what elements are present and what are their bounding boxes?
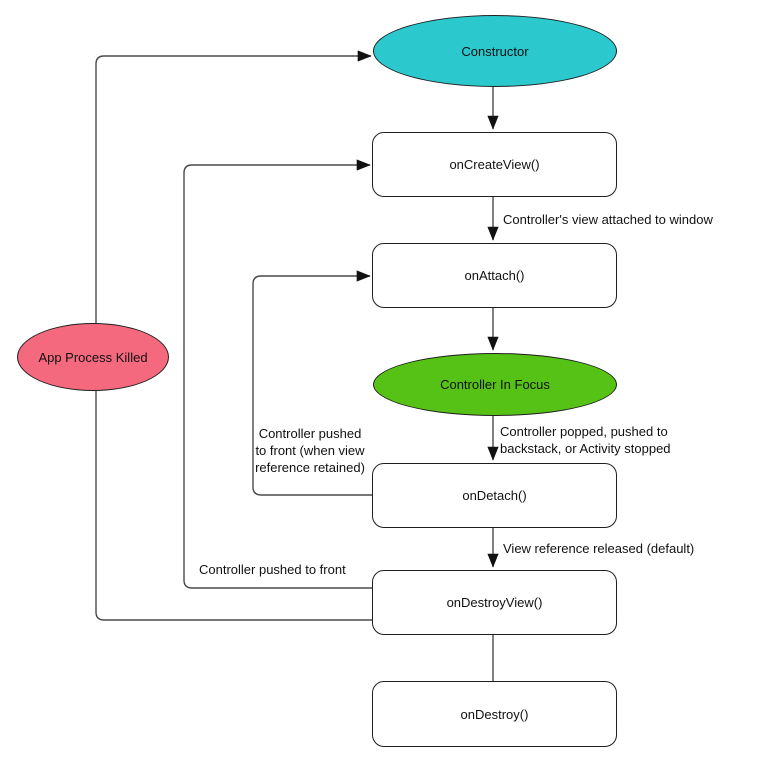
node-app-process-killed-label: App Process Killed — [38, 349, 148, 365]
edge-ondestroyview-loop-to-oncreateview — [183, 159, 372, 589]
node-oncreateview-label: onCreateView() — [449, 157, 540, 172]
node-ondestroyview-label: onDestroyView() — [446, 595, 543, 610]
node-ondestroy-label: onDestroy() — [460, 706, 529, 722]
node-controller-in-focus-label: Controller In Focus — [440, 377, 550, 392]
node-ondestroy: onDestroy() — [372, 681, 617, 747]
node-ondetach: onDetach() — [372, 463, 617, 528]
node-app-process-killed: App Process Killed — [17, 323, 169, 391]
node-oncreateview: onCreateView() — [372, 132, 617, 197]
node-constructor: Constructor — [373, 15, 617, 87]
edge-ondetach-loop-to-onattach — [252, 270, 372, 496]
node-ondetach-label: onDetach() — [462, 488, 527, 503]
node-constructor-label: Constructor — [461, 43, 529, 59]
edge-label-view-attached-to-window: Controller's view attached to window — [503, 211, 713, 228]
node-ondestroyview: onDestroyView() — [372, 570, 617, 635]
edge-label-pushed-to-front: Controller pushed to front — [199, 561, 346, 578]
node-onattach: onAttach() — [372, 243, 617, 308]
node-onattach-label: onAttach() — [464, 268, 525, 283]
edge-label-pushed-to-front-retained: Controller pushed to front (when view re… — [254, 425, 366, 476]
node-controller-in-focus: Controller In Focus — [373, 353, 617, 416]
edge-label-controller-popped: Controller popped, pushed to backstack, … — [500, 423, 712, 457]
edge-label-view-reference-released: View reference released (default) — [503, 540, 695, 557]
